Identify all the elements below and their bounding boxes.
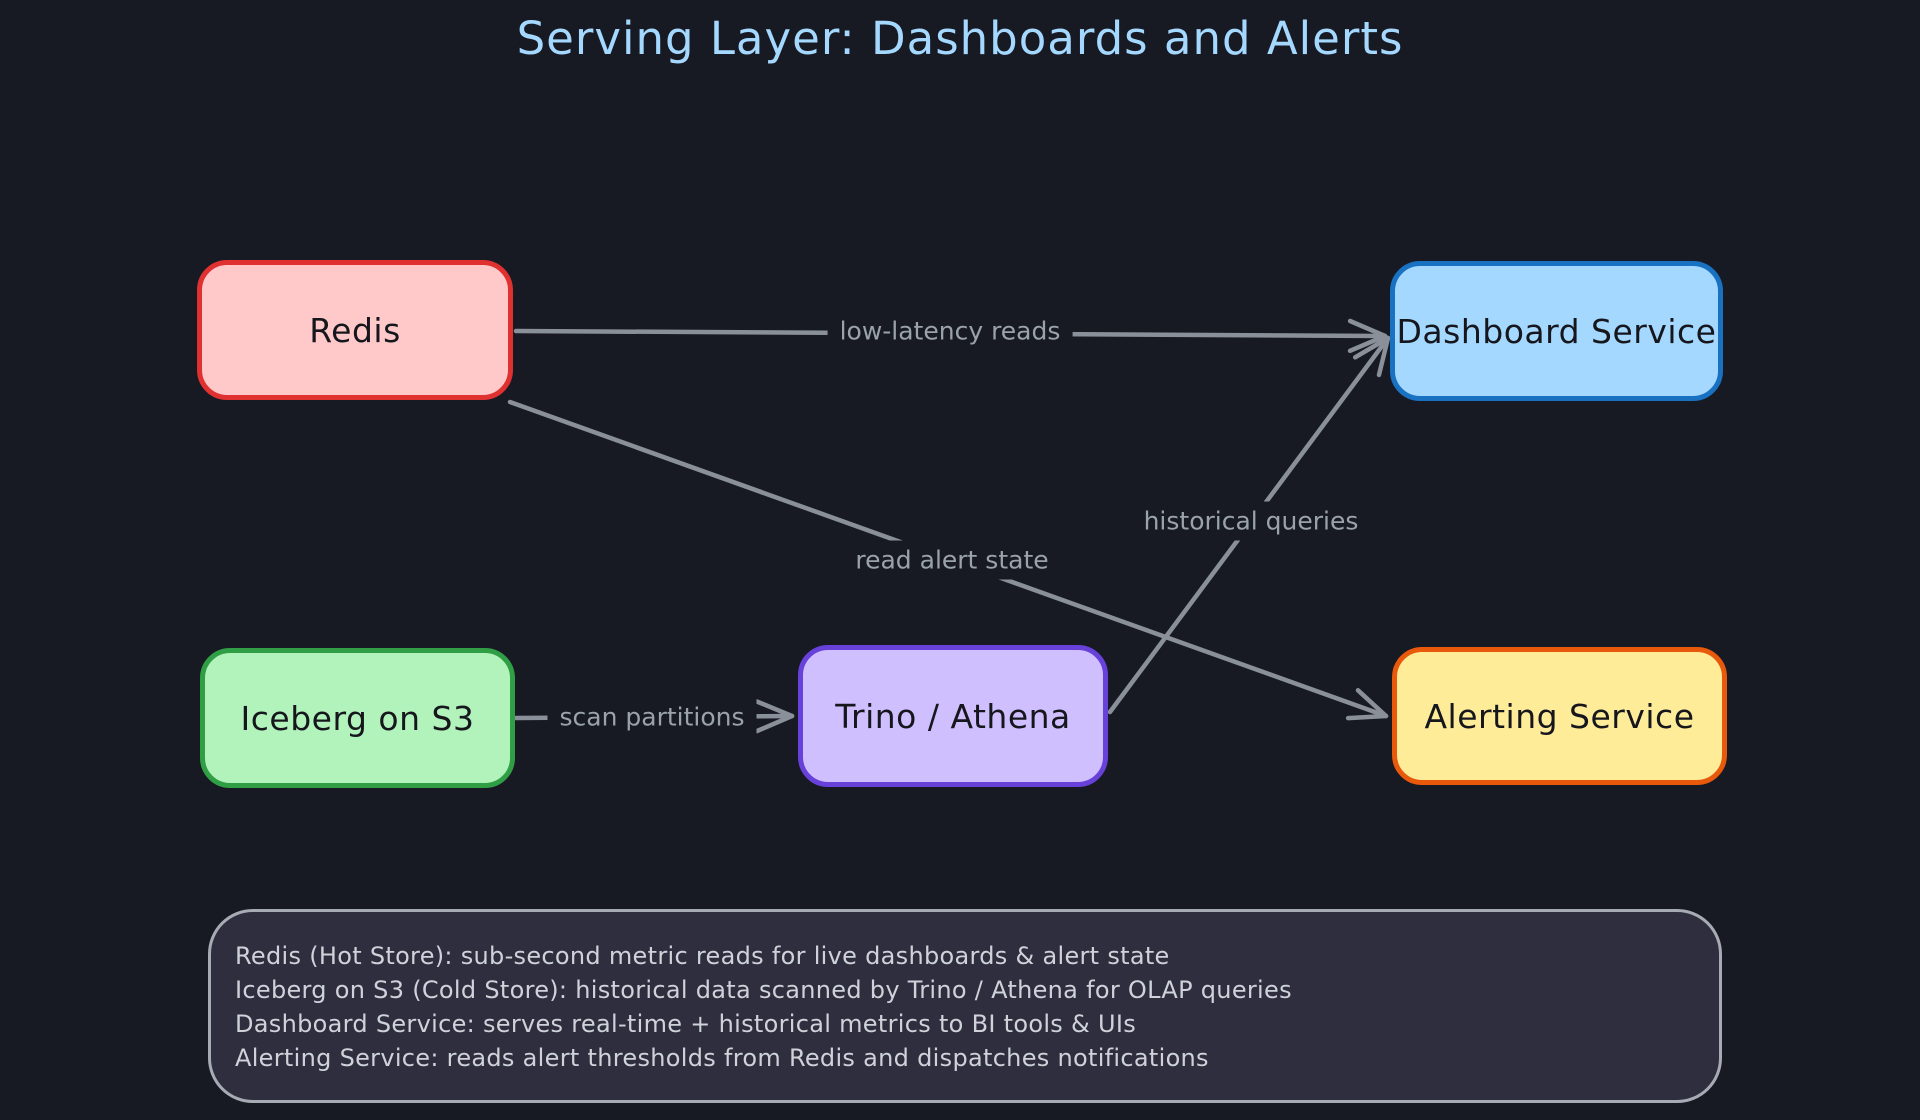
notes-line-redis: Redis (Hot Store): sub-second metric rea…	[235, 942, 1170, 970]
notes-line-dashboard: Dashboard Service: serves real-time + hi…	[235, 1010, 1137, 1038]
node-label-trino-athena: Trino / Athena	[835, 696, 1071, 736]
node-alerting-service: Alerting Service	[1392, 647, 1727, 785]
node-label-iceberg-on-s3: Iceberg on S3	[240, 698, 475, 738]
node-iceberg-on-s3: Iceberg on S3	[200, 648, 515, 788]
edge-label-read-alert-state: read alert state	[843, 540, 1061, 580]
node-trino-athena: Trino / Athena	[798, 645, 1108, 787]
node-label-dashboard-service: Dashboard Service	[1396, 311, 1717, 351]
edge-label-low-latency-reads: low-latency reads	[827, 311, 1073, 351]
notes-line-alerting: Alerting Service: reads alert thresholds…	[235, 1044, 1209, 1072]
notes-box: Redis (Hot Store): sub-second metric rea…	[208, 909, 1722, 1103]
diagram-title: Serving Layer: Dashboards and Alerts	[516, 12, 1404, 65]
node-label-redis: Redis	[309, 310, 401, 350]
edge-label-historical-queries: historical queries	[1131, 501, 1371, 541]
node-label-alerting-service: Alerting Service	[1424, 696, 1695, 736]
edge-label-scan-partitions: scan partitions	[547, 697, 757, 737]
node-dashboard-service: Dashboard Service	[1390, 261, 1723, 401]
notes-line-iceberg: Iceberg on S3 (Cold Store): historical d…	[235, 976, 1292, 1004]
node-redis: Redis	[197, 260, 513, 400]
